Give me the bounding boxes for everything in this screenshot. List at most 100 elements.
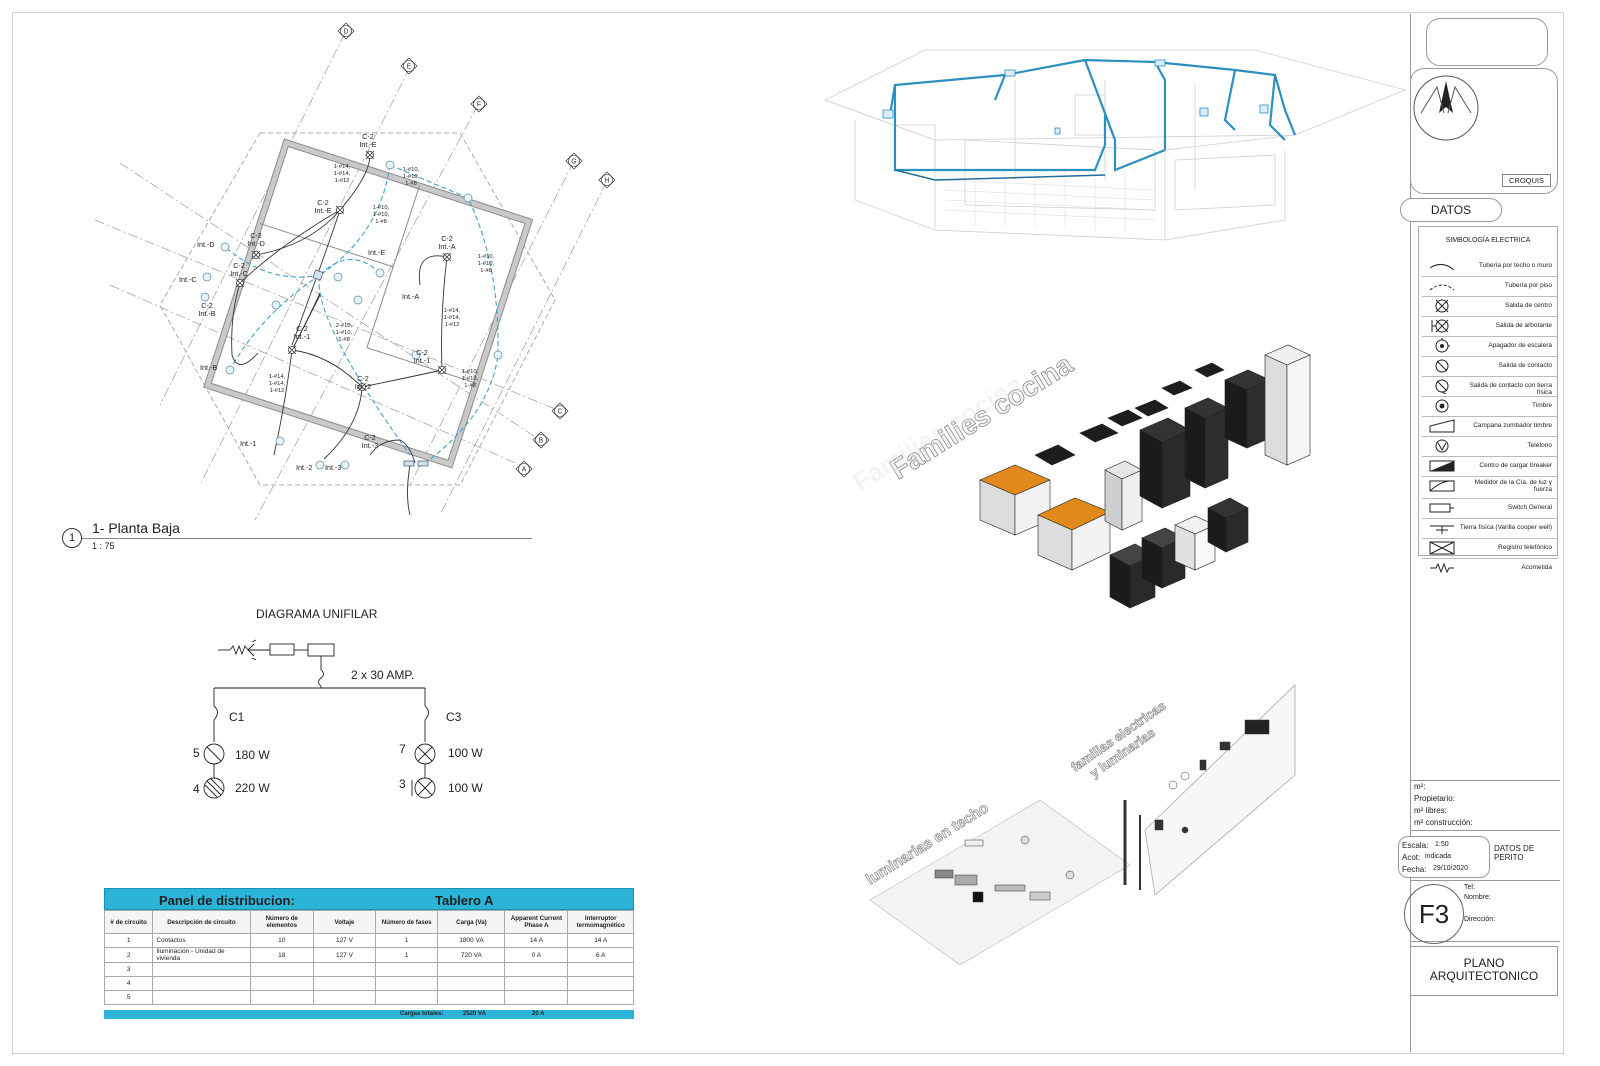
scale-label: Escala: <box>1402 841 1429 850</box>
property-fields <box>1410 780 1560 833</box>
view-number-bubble: 1 <box>62 528 82 548</box>
tel-label: Tel: <box>1464 884 1475 891</box>
switch-label-int-a: Int.-A <box>402 292 419 301</box>
kitchen-families-view: Families cocina Families cocina <box>850 344 1311 609</box>
c3-load2-watts: 100 W <box>448 781 483 795</box>
symbol-row: Timbre <box>1422 396 1558 417</box>
stair-switch-icon <box>1435 338 1450 353</box>
m2-label: m²: <box>1414 782 1426 791</box>
table-cell: 4 <box>103 976 154 991</box>
table-cell: 3 <box>103 962 154 977</box>
title-block <box>1410 14 1561 1052</box>
symbol-row: Tubería por piso <box>1422 276 1558 297</box>
c1-load1-count: 5 <box>193 746 200 760</box>
date-label: Fecha: <box>1402 865 1427 874</box>
panel-title: Panel de distribucion: <box>159 893 295 908</box>
symbol-label: Tubería por piso <box>1504 282 1552 289</box>
grid-bubble-F: F <box>477 102 481 109</box>
symbol-label: Teléfono <box>1527 442 1552 449</box>
wire-label: 1-#10,1-#10,1-#8 <box>478 254 495 274</box>
total-label: Cargas totales: <box>400 1011 444 1017</box>
symbol-row: Centro de cargar breaker <box>1422 456 1558 477</box>
switch-label-int-3: Int.-3 <box>325 463 341 472</box>
symbol-label: Salida de arbotante <box>1495 322 1552 329</box>
isometric-house-view <box>823 49 1407 241</box>
date-value: 29/10/2020 <box>1433 865 1469 872</box>
circuit-c1-label: C1 <box>229 710 245 724</box>
table-cell: 18 <box>249 947 314 963</box>
bell-icon <box>1435 399 1449 413</box>
c3-load1-count: 7 <box>399 742 406 756</box>
scale-value: 1:50 <box>1435 841 1449 848</box>
symbol-label: Salida de centro <box>1505 302 1552 309</box>
symbol-label: Salida de contacto con tierra física <box>1469 382 1552 396</box>
datos-pill: DATOS <box>1400 198 1502 222</box>
unifilar-title: DIAGRAMA UNIFILAR <box>256 607 378 621</box>
sheet-border <box>12 12 1564 1054</box>
electrical-families-label: familias electricasy luminarias <box>1068 698 1178 788</box>
electrical-families-view: luminarias en techo familias electricasy… <box>863 684 1296 966</box>
switch-label-int-b: Int.-B <box>200 363 217 372</box>
circuit-c3-label: C3 <box>446 710 462 724</box>
buzzer-hood-icon <box>1429 419 1455 433</box>
table-cell: 14 A <box>504 933 569 948</box>
table-cell: 1 <box>374 947 439 963</box>
wire-label: 1-#14,1-#14,1-#12 <box>334 164 351 184</box>
symbol-label: Switch General <box>1507 504 1552 511</box>
symbology-box <box>1418 226 1558 556</box>
symbol-row: Switch General <box>1422 498 1558 519</box>
owner-label: Propietario: <box>1414 794 1455 803</box>
grid-bubble-D: D <box>343 29 348 36</box>
wire-label: 1-#10,1-#10,1-#8 <box>373 205 390 225</box>
col-header: Carga (Va) <box>437 910 506 934</box>
wire-label: 1-#14,1-#14,1-#12 <box>444 308 461 328</box>
panel-table-header: # de circuito Descripción de circuito Nú… <box>103 910 634 934</box>
c1-load2-count: 4 <box>193 782 200 796</box>
c3-load2-count: 3 <box>399 777 406 791</box>
grid-bubble-A: A <box>522 467 527 474</box>
c1-load1-watts: 180 W <box>235 748 270 762</box>
north-arrow-icon <box>1413 75 1479 141</box>
symbol-row: Salida de arbotante <box>1422 316 1558 337</box>
croquis-label: CROQUIS <box>1501 174 1551 187</box>
m2-free-label: m² libres: <box>1414 806 1447 815</box>
symbol-row: Teléfono <box>1422 436 1558 457</box>
symbol-row: Tierra física (Varilla cooper well) <box>1422 518 1558 539</box>
table-row: 3 <box>103 962 634 977</box>
table-cell: 127 V <box>312 933 376 948</box>
symbol-row: Apagador de escalera <box>1422 336 1558 357</box>
switch-label-int-c: Int.-C <box>179 275 197 284</box>
wire-label: 2-#10,1-#10,1-#8 <box>336 323 353 343</box>
ceiling-pipe-icon <box>1429 264 1455 271</box>
table-row: 5 <box>103 990 634 1005</box>
acot-label: Acot: <box>1402 853 1421 862</box>
c1-load2-watts: 220 W <box>235 781 270 795</box>
floor-pipe-icon <box>1429 284 1455 291</box>
table-cell: 1 <box>374 933 439 948</box>
wall-outlet-icon <box>1431 319 1449 333</box>
wire-label: 1-#10,1-#10,1-#8 <box>403 167 420 187</box>
grid-bubble-C: C <box>557 409 562 416</box>
contact-outlet-icon <box>1435 359 1449 373</box>
col-header: Interruptor termomagnético <box>567 910 634 934</box>
symbology-title: SIMBOLOGÍA ELECTRICA <box>1445 237 1531 244</box>
plan-title: 1- Planta Baja <box>92 520 180 536</box>
total-current: 20 A <box>532 1011 545 1017</box>
plan-scale: 1 : 75 <box>92 541 115 551</box>
wire-label: 1-#14,1-#14,1-#12 <box>269 374 286 394</box>
ground-contact-icon <box>1435 379 1449 394</box>
nombre-label: Nombre: <box>1464 894 1491 901</box>
total-load: 2520 VA <box>463 1011 486 1017</box>
symbol-label: Tubería por techo o muro <box>1478 262 1552 269</box>
panel-board: Tablero A <box>435 893 494 908</box>
col-header: Apparent Current Phase A <box>504 910 569 934</box>
